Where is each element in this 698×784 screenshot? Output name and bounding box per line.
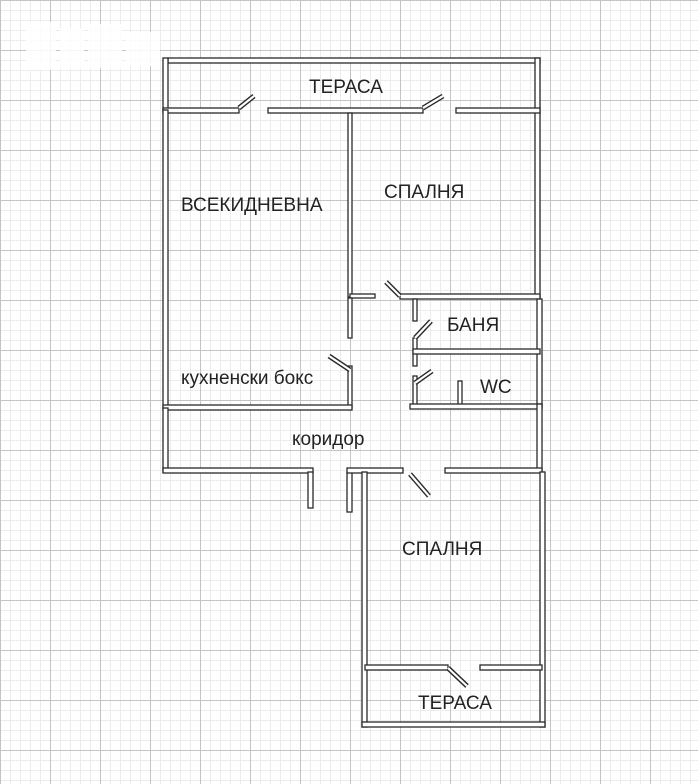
wall-partition-vertical <box>347 112 353 298</box>
wall-terrace-inner-2 <box>267 107 424 114</box>
wall-corridor-top-left <box>162 404 353 411</box>
doors <box>237 93 469 688</box>
label-wc: WC <box>480 377 512 398</box>
label-terrace-top: ТЕРАСА <box>309 77 383 98</box>
wall-top-outer <box>167 57 541 64</box>
wall-partition-lower <box>347 297 353 339</box>
wall-lower-left <box>361 471 368 728</box>
wall-lower-terrace-1 <box>364 664 449 671</box>
wall-entrance-right <box>346 471 353 513</box>
wall-kitchen-right <box>347 365 353 409</box>
label-kitchen: кухненски бокс <box>181 368 313 389</box>
wall-left-corridor <box>162 407 169 473</box>
wall-lower-terrace-2 <box>479 664 543 671</box>
wall-left-outer <box>162 109 169 409</box>
wall-bath-wc <box>412 348 541 355</box>
wall-right-corridor <box>536 403 543 473</box>
wall-lower-bottom <box>361 721 546 728</box>
wall-terrace-inner-1 <box>162 107 240 114</box>
label-living-room: ВСЕКИДНЕВНА <box>181 195 323 216</box>
room-labels: ТЕРАСА ВСЕКИДНЕВНА СПАЛНЯ БАНЯ кухненски… <box>181 77 512 714</box>
wall-corridor-bottom-right <box>444 467 543 474</box>
wall-entrance-left <box>307 471 314 509</box>
wall-right-upper <box>534 57 541 299</box>
label-bedroom-bottom: СПАЛНЯ <box>402 539 482 560</box>
label-bedroom-top: СПАЛНЯ <box>384 182 464 203</box>
wall-lower-right <box>539 471 546 728</box>
label-corridor: коридор <box>292 429 365 450</box>
wall-bath-left <box>412 298 418 322</box>
wall-bedroom-bottom <box>399 293 541 300</box>
label-terrace-bottom: ТЕРАСА <box>418 693 492 714</box>
wall-left-terrace <box>162 57 169 111</box>
walls <box>162 57 546 728</box>
wall-partition-stub <box>349 293 376 299</box>
wall-wc-stub <box>457 380 463 406</box>
wall-corridor-bottom-mid <box>346 467 404 474</box>
wall-terrace-inner-3 <box>455 107 541 114</box>
wall-corridor-top-right <box>409 403 543 410</box>
wall-corridor-bottom-left <box>162 467 314 474</box>
watermark-logo <box>18 18 168 78</box>
label-bathroom: БАНЯ <box>447 315 499 336</box>
